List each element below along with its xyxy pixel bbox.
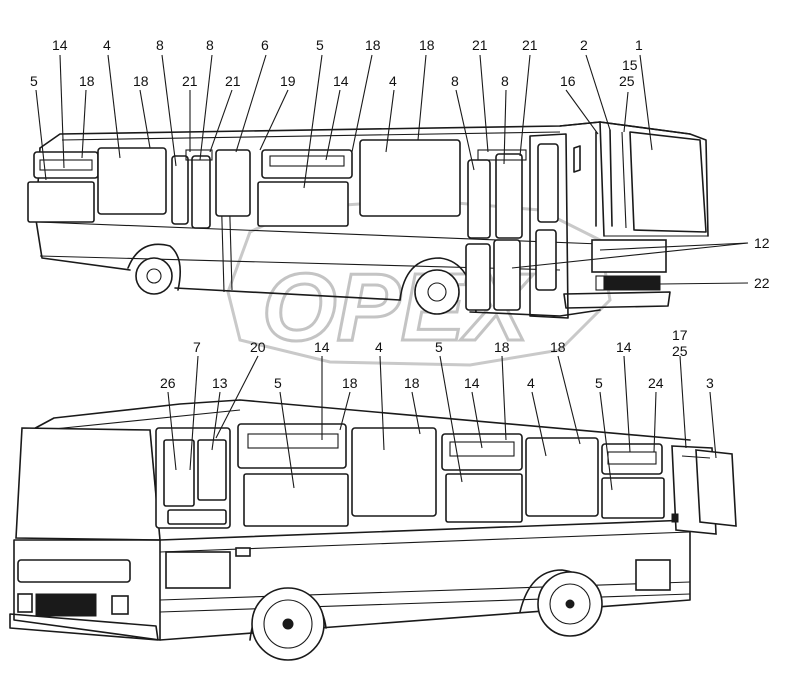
- callout-25: 25: [672, 343, 688, 359]
- callout-14: 14: [464, 375, 480, 391]
- callout-18: 18: [133, 73, 149, 89]
- upper-bus: [27, 121, 709, 319]
- callout-4: 4: [527, 375, 535, 391]
- callout-8: 8: [501, 73, 509, 89]
- callout-21: 21: [225, 73, 241, 89]
- lower-bus: [9, 399, 737, 661]
- watermark-text: OPEX: [262, 254, 534, 361]
- callout-8: 8: [451, 73, 459, 89]
- callout-12: 12: [754, 235, 770, 251]
- callout-26: 26: [160, 375, 176, 391]
- callout-21: 21: [522, 37, 538, 53]
- callout-14: 14: [52, 37, 68, 53]
- callout-5: 5: [435, 339, 443, 355]
- callout-25: 25: [619, 73, 635, 89]
- callout-1: 1: [635, 37, 643, 53]
- callout-22: 22: [754, 275, 770, 291]
- callout-20: 20: [250, 339, 266, 355]
- callouts: 14 4 8 8 6 5 18 18 21 21 2 1 15 5 18 18 …: [30, 37, 770, 391]
- callout-5: 5: [30, 73, 38, 89]
- callout-2: 2: [580, 37, 588, 53]
- callout-17: 17: [672, 327, 688, 343]
- callout-5: 5: [274, 375, 282, 391]
- callout-3: 3: [706, 375, 714, 391]
- callout-24: 24: [648, 375, 664, 391]
- callout-4: 4: [375, 339, 383, 355]
- callout-18: 18: [550, 339, 566, 355]
- leader-lines: [35, 54, 749, 491]
- callout-13: 13: [212, 375, 228, 391]
- callout-18: 18: [404, 375, 420, 391]
- callout-18: 18: [365, 37, 381, 53]
- callout-5: 5: [316, 37, 324, 53]
- callout-18: 18: [79, 73, 95, 89]
- callout-8: 8: [206, 37, 214, 53]
- callout-21: 21: [182, 73, 198, 89]
- callout-4: 4: [103, 37, 111, 53]
- callout-14: 14: [314, 339, 330, 355]
- callout-8: 8: [156, 37, 164, 53]
- callout-18: 18: [342, 375, 358, 391]
- callout-16: 16: [560, 73, 576, 89]
- callout-18: 18: [494, 339, 510, 355]
- callout-21: 21: [472, 37, 488, 53]
- callout-15: 15: [622, 57, 638, 73]
- callout-5: 5: [595, 375, 603, 391]
- callout-7: 7: [193, 339, 201, 355]
- callout-19: 19: [280, 73, 296, 89]
- callout-14: 14: [333, 73, 349, 89]
- callout-18: 18: [419, 37, 435, 53]
- callout-4: 4: [389, 73, 397, 89]
- callout-6: 6: [261, 37, 269, 53]
- callout-14: 14: [616, 339, 632, 355]
